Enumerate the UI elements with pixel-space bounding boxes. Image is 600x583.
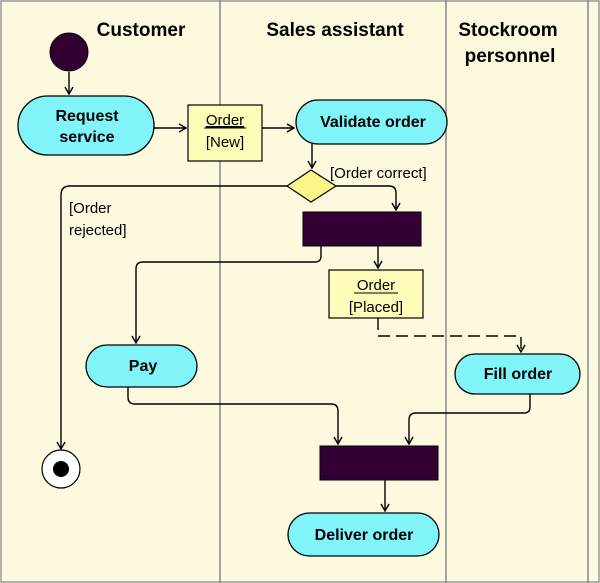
object-order-new-state: [New] xyxy=(206,134,244,151)
activity-fill-order-label: Fill order xyxy=(484,366,552,383)
guard-order-correct: [Order correct] xyxy=(330,165,427,182)
activity-deliver-order xyxy=(287,512,440,557)
decision-node xyxy=(285,169,338,203)
flow-pay-to-join xyxy=(127,387,343,446)
lane-title-customer: Customer xyxy=(97,20,186,41)
flow-order-placed-to-fill xyxy=(377,318,526,354)
object-order-new xyxy=(187,104,263,162)
fork-bar xyxy=(302,211,422,247)
activity-fill-order xyxy=(454,353,581,395)
initial-node xyxy=(49,32,89,72)
activity-request-service xyxy=(17,95,155,156)
flow-decision-rejected-to-final xyxy=(56,185,287,451)
activity-request-service-label-2: service xyxy=(59,129,114,146)
final-node-inner xyxy=(53,461,69,477)
lane-title-personnel: personnel xyxy=(465,46,556,67)
flow-fork-to-pay xyxy=(131,246,322,345)
activity-pay xyxy=(85,344,198,388)
flow-decision-correct-to-fork xyxy=(336,185,401,212)
object-order-placed-state: [Placed] xyxy=(349,299,403,316)
object-order-placed-name: Order xyxy=(357,277,395,294)
guard-order-rejected-1: [Order xyxy=(69,200,112,217)
object-order-placed xyxy=(328,269,424,319)
activity-validate-order xyxy=(295,99,448,145)
activity-request-service-label-1: Request xyxy=(55,108,119,125)
object-order-new-name: Order xyxy=(206,112,244,129)
flow-fill-to-join xyxy=(404,394,531,446)
activity-deliver-order-label: Deliver order xyxy=(315,527,414,544)
guard-order-rejected-2: rejected] xyxy=(69,222,127,239)
join-bar xyxy=(319,445,439,481)
activity-pay-label: Pay xyxy=(129,358,158,375)
lane-title-stockroom: Stockroom xyxy=(458,20,557,41)
activity-validate-order-label: Validate order xyxy=(320,114,426,131)
lane-title-sales-assistant: Sales assistant xyxy=(266,20,404,41)
